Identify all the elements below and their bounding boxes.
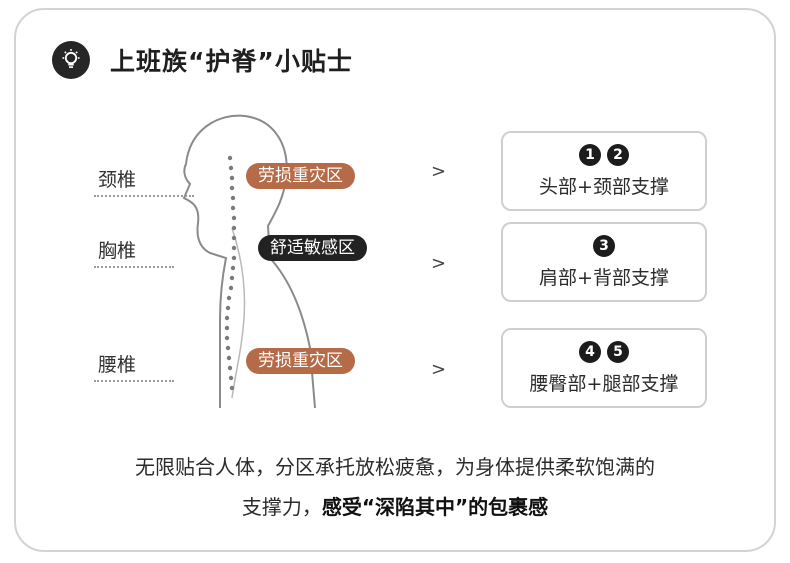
support-box-text: 腰臀部+腿部支撑 xyxy=(529,372,679,395)
number-badge: 3 xyxy=(593,234,615,257)
number-badge: 2 xyxy=(607,143,629,166)
number-badge: 4 xyxy=(579,340,601,363)
arrow-waist: > xyxy=(431,359,447,380)
support-box-text: 肩部+背部支撑 xyxy=(539,266,669,289)
label-chest: 胸椎 xyxy=(98,240,137,262)
arrow-neck: > xyxy=(431,161,447,182)
page-title: 上班族“护脊”小贴士 xyxy=(110,47,353,76)
description-line-2: 支撑力，感受“深陷其中”的包裹感 xyxy=(0,491,790,520)
description-line-1: 无限贴合人体，分区承托放松疲惫，为身体提供柔软饱满的 xyxy=(135,455,655,479)
spine-dots xyxy=(224,155,237,391)
support-box-waist-leg: 4 5 腰臀部+腿部支撑 xyxy=(501,328,707,408)
badge-waist: 劳损重灾区 xyxy=(246,348,355,374)
support-box-text: 头部+颈部支撑 xyxy=(539,175,669,198)
tips-card xyxy=(14,8,776,552)
dotline-chest xyxy=(94,266,174,268)
support-box-shoulder-back: 3 肩部+背部支撑 xyxy=(501,222,707,302)
description-emphasis: 感受“深陷其中”的包裹感 xyxy=(321,495,549,519)
label-waist: 腰椎 xyxy=(98,354,137,376)
lightbulb-icon xyxy=(52,41,90,79)
description-plain: 支撑力， xyxy=(241,495,322,519)
dotline-neck xyxy=(94,195,194,197)
badge-chest: 舒适敏感区 xyxy=(258,235,367,261)
number-badge: 5 xyxy=(607,340,629,363)
dotline-waist xyxy=(94,380,174,382)
badge-neck: 劳损重灾区 xyxy=(246,163,355,189)
support-box-head-neck: 1 2 头部+颈部支撑 xyxy=(501,131,707,211)
title-row: 上班族“护脊”小贴士 xyxy=(52,38,353,82)
number-badge: 1 xyxy=(579,143,601,166)
label-neck: 颈椎 xyxy=(98,169,137,191)
arrow-chest: > xyxy=(431,253,447,274)
human-silhouette xyxy=(182,114,316,408)
